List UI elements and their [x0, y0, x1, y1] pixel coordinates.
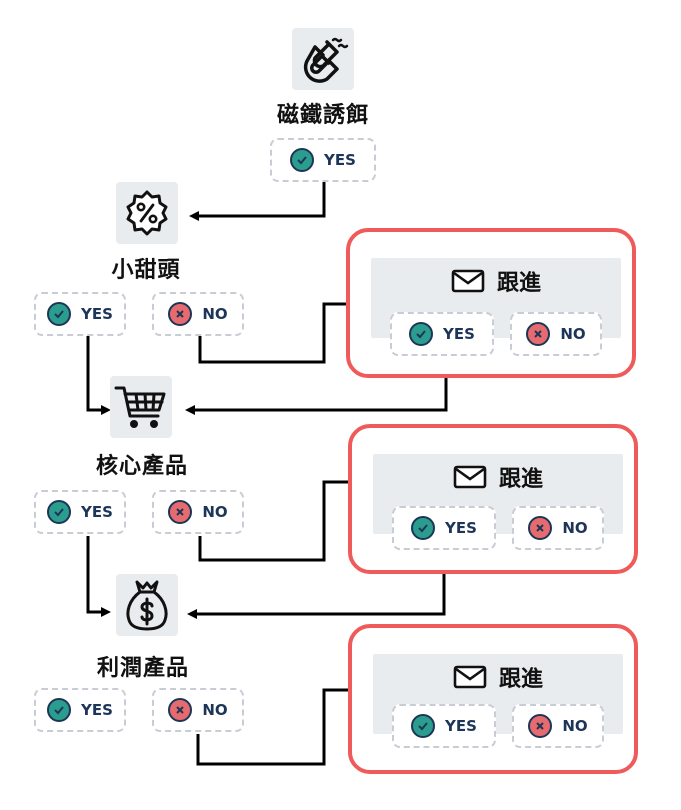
no-label: NO: [562, 519, 588, 537]
no-label: NO: [560, 325, 586, 343]
envelope-icon: [453, 665, 487, 689]
followup-card-2: 跟進 YES NO: [348, 424, 638, 574]
followup2-no-option[interactable]: NO: [512, 506, 604, 550]
no-label: NO: [202, 503, 228, 521]
stage-label-magnet: 磁鐵誘餌: [276, 103, 369, 128]
connector-core-yes: [86, 536, 111, 617]
shopping-cart-icon: [114, 386, 166, 428]
yes-label: YES: [324, 151, 356, 169]
cross-icon: [528, 714, 553, 738]
percent-icon-box: [116, 182, 178, 244]
profit-no-option[interactable]: NO: [152, 688, 244, 732]
connector-core-no: [198, 477, 369, 562]
cross-icon: [168, 302, 193, 326]
followup-title-row: 跟進: [373, 460, 623, 494]
check-icon: [47, 698, 72, 722]
stage-label-core: 核心產品: [95, 454, 188, 479]
money-bag-icon-box: [116, 574, 178, 636]
followup-title: 跟進: [496, 271, 541, 296]
check-icon: [409, 322, 434, 346]
percent-badge-icon: [126, 190, 168, 236]
followup-card-3: 跟進 YES NO: [348, 624, 638, 774]
followup2-yes-option[interactable]: YES: [392, 506, 496, 550]
yes-label: YES: [445, 519, 477, 537]
followup-title: 跟進: [498, 667, 543, 692]
connector-sweet-yes: [86, 336, 111, 415]
profit-yes-option[interactable]: YES: [34, 688, 126, 732]
sweet-no-option[interactable]: NO: [152, 292, 244, 336]
yes-label: YES: [81, 305, 113, 323]
check-icon: [411, 714, 436, 738]
check-icon: [47, 302, 72, 326]
followup-title-row: 跟進: [373, 660, 623, 694]
stage-label-profit: 利潤產品: [96, 656, 189, 681]
check-icon: [290, 148, 315, 172]
cross-icon: [526, 322, 551, 346]
followup-title-row: 跟進: [371, 264, 621, 298]
sweet-yes-option[interactable]: YES: [34, 292, 126, 336]
envelope-icon: [451, 269, 485, 293]
yes-label: YES: [443, 325, 475, 343]
cross-icon: [168, 698, 193, 722]
connector-sweet-no: [198, 299, 369, 364]
yes-label: YES: [81, 503, 113, 521]
yes-label: YES: [81, 701, 113, 719]
cart-icon-box: [110, 376, 172, 438]
followup-title: 跟進: [498, 467, 543, 492]
connector-profit-no: [196, 685, 369, 766]
yes-label: YES: [445, 717, 477, 735]
check-icon: [47, 500, 72, 524]
followup3-no-option[interactable]: NO: [512, 704, 604, 748]
magnet-yes-option[interactable]: YES: [270, 138, 376, 182]
followup1-no-option[interactable]: NO: [510, 312, 602, 356]
no-label: NO: [202, 701, 228, 719]
stage-label-sweet: 小甜頭: [111, 258, 181, 283]
followup-panel: 跟進: [373, 654, 623, 734]
followup-card-1: 跟進 YES NO: [346, 228, 636, 378]
core-no-option[interactable]: NO: [152, 490, 244, 534]
connector-magnet-yes: [189, 182, 326, 221]
followup1-yes-option[interactable]: YES: [390, 312, 494, 356]
cross-icon: [168, 500, 193, 524]
cross-icon: [528, 516, 553, 540]
no-label: NO: [562, 717, 588, 735]
envelope-icon: [453, 465, 487, 489]
followup3-yes-option[interactable]: YES: [392, 704, 496, 748]
magnet-icon: [303, 37, 349, 83]
money-bag-icon: [126, 580, 168, 631]
check-icon: [411, 516, 436, 540]
no-label: NO: [202, 305, 228, 323]
magnet-icon-box: [292, 28, 354, 90]
core-yes-option[interactable]: YES: [34, 490, 126, 534]
